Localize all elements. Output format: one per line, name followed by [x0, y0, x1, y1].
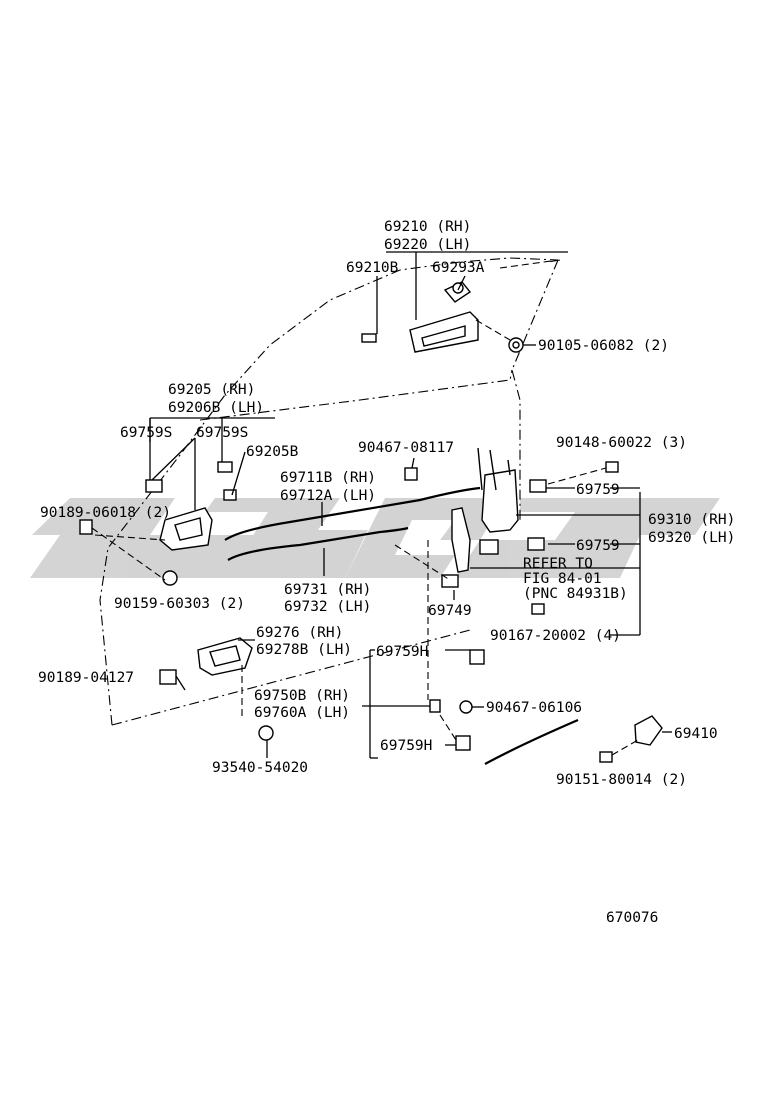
- inner-handle-leaders: [91, 417, 275, 581]
- label-striker: 69410: [674, 726, 718, 742]
- label-inner-handle-sub: 69205B: [246, 444, 299, 460]
- label-outer-handle-lh: 69220 (LH): [384, 237, 471, 253]
- label-bezel-rh: 69276 (RH): [256, 625, 343, 641]
- label-rod2-rh: 69731 (RH): [284, 582, 371, 598]
- label-screw-60303: 90159-60303 (2): [114, 596, 245, 612]
- inner-handle: [79, 461, 237, 586]
- label-cable-lh: 69760A (LH): [254, 705, 350, 721]
- linkage-rods: [224, 486, 579, 765]
- door-lock: [404, 447, 519, 588]
- label-part-69749: 69749: [428, 603, 472, 619]
- label-inner-handle-rh: 69205 (RH): [168, 382, 255, 398]
- label-clip-h-1: 69759H: [376, 644, 428, 660]
- cable-clips: [362, 540, 485, 759]
- label-refer-3: (PNC 84931B): [523, 586, 628, 602]
- label-clip-s-2: 69759S: [196, 425, 248, 441]
- label-screw-04127: 90189-04127: [38, 670, 134, 686]
- label-clip-top: 69759: [576, 482, 620, 498]
- label-screw-54020: 93540-54020: [212, 760, 308, 776]
- label-clip-mid: 69759: [576, 538, 620, 554]
- label-outer-handle-sub-a: 69293A: [432, 260, 485, 276]
- figure-number: 670076: [606, 910, 658, 926]
- outer-handle: [361, 281, 524, 353]
- label-refer-2: FIG 84-01: [523, 571, 602, 587]
- striker: [599, 715, 672, 763]
- label-outer-handle-rh: 69210 (RH): [384, 219, 471, 235]
- label-bezel-lh: 69278B (LH): [256, 642, 352, 658]
- label-screw-60022: 90148-60022 (3): [556, 435, 687, 451]
- label-refer-1: REFER TO: [523, 556, 593, 572]
- callout-labels: 69210 (RH) 69220 (LH) 69210B 69293A 9010…: [38, 219, 735, 926]
- label-rod2-lh: 69732 (LH): [284, 599, 371, 615]
- label-lock-rh: 69310 (RH): [648, 512, 735, 528]
- label-clip-h-2: 69759H: [380, 738, 432, 754]
- label-screw-outer-handle: 90105-06082 (2): [538, 338, 669, 354]
- label-rod-lh: 69712A (LH): [280, 488, 376, 504]
- label-rod-rh: 69711B (RH): [280, 470, 376, 486]
- label-outer-handle-sub-b: 69210B: [346, 260, 399, 276]
- label-lock-lh: 69320 (LH): [648, 530, 735, 546]
- label-screw-80014: 90151-80014 (2): [556, 772, 687, 788]
- outer-handle-leaders: [376, 251, 568, 346]
- label-bolt-08117: 90467-08117: [358, 440, 454, 456]
- label-screw-20002: 90167-20002 (4): [490, 628, 621, 644]
- label-screw-06018: 90189-06018 (2): [40, 505, 171, 521]
- label-cable-rh: 69750B (RH): [254, 688, 350, 704]
- lock-leaders: [394, 457, 641, 636]
- label-inner-handle-lh: 69206B (LH): [168, 400, 264, 416]
- inside-bezel: [159, 637, 274, 741]
- label-clip-s-1: 69759S: [120, 425, 172, 441]
- label-bolt-06106: 90467-06106: [486, 700, 582, 716]
- bezel-leaders: [175, 639, 268, 758]
